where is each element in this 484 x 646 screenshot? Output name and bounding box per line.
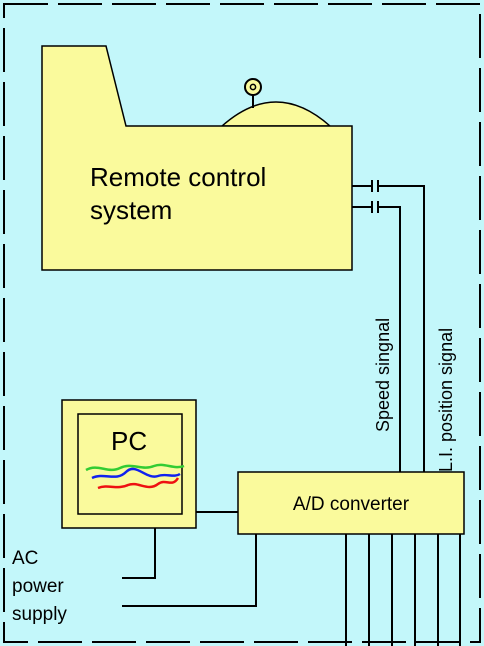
power-label-line3: supply — [12, 604, 67, 625]
power-wires — [122, 528, 257, 607]
speed-signal-label: Speed singnal — [373, 318, 393, 432]
dashed-frame — [3, 3, 481, 643]
knob-center — [249, 83, 257, 91]
ad-converter: A/D converter — [237, 471, 465, 535]
power-label-line2: power — [12, 576, 64, 597]
power-label-line1: AC — [12, 548, 38, 569]
remote-control-label-line1: Remote control — [90, 162, 266, 192]
pc-label: PC — [111, 426, 147, 456]
signal-wires — [352, 180, 425, 472]
wire-position-signal — [378, 185, 425, 472]
knob-icon — [244, 78, 262, 96]
pc-unit: PC — [61, 399, 197, 529]
ad-converter-box — [237, 471, 465, 535]
console-body — [41, 45, 353, 271]
power-wire-ad — [122, 534, 257, 607]
pc-screen — [77, 413, 183, 515]
pc-outer-frame — [61, 399, 197, 529]
dome-shape — [220, 101, 332, 127]
screen-trace-red — [97, 477, 180, 490]
power-wire-pc — [122, 528, 156, 579]
screen-trace-green — [85, 463, 185, 472]
position-signal-label: L.I. position signal — [436, 328, 456, 472]
remote-control-label-line2: system — [90, 195, 172, 225]
ad-converter-label: A/D converter — [293, 494, 410, 515]
wire-speed-signal — [378, 206, 401, 472]
remote-control-unit: Remote control system — [41, 45, 353, 271]
screen-trace-blue — [91, 467, 181, 480]
ad-output-channels — [345, 534, 461, 646]
